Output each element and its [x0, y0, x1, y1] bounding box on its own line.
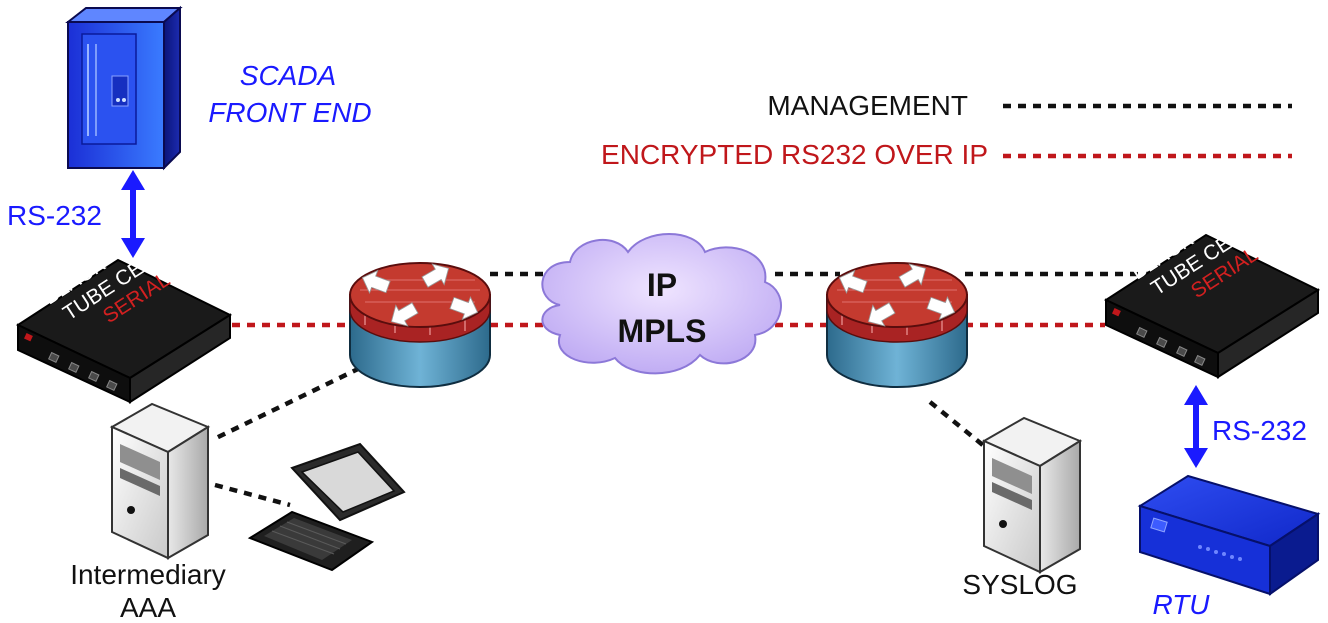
aaa-label-line1: Intermediary: [70, 559, 226, 590]
rs232-right-label: RS-232: [1212, 415, 1307, 446]
syslog-label: SYSLOG: [962, 569, 1077, 600]
mgmt-link-aaa-laptop: [214, 482, 291, 508]
rs232-left-link: [121, 170, 145, 258]
serial-device-icon: BLACK TUBE CEP SERIAL: [15, 249, 233, 404]
scada-label-line2: FRONT END: [208, 97, 371, 128]
mgmt-link-router-aaa: [211, 365, 361, 443]
rtu-box-icon: [1137, 474, 1321, 596]
tower-server-icon: [981, 416, 1083, 574]
rs232-right-link: [1184, 385, 1208, 468]
serial-device-icon: BLACK TUBE CEP SERIAL: [1103, 224, 1321, 379]
laptop-icon: [247, 442, 406, 572]
cloud-label-line1: IP: [647, 267, 677, 303]
firewall-router-icon: [349, 257, 491, 388]
server-rack-icon: [65, 5, 183, 171]
scada-label-line1: SCADA: [240, 60, 336, 91]
firewall-router-icon: [826, 257, 968, 388]
rs232-left-label: RS-232: [7, 200, 102, 231]
tower-server-icon: [109, 402, 211, 560]
rtu-label: RTU: [1152, 589, 1210, 620]
cloud-icon: [541, 233, 782, 375]
legend: MANAGEMENT ENCRYPTED RS232 OVER IP: [601, 90, 1292, 170]
aaa-label-line2: AAA: [120, 592, 176, 623]
legend-encrypted-label: ENCRYPTED RS232 OVER IP: [601, 139, 988, 170]
cloud-label-line2: MPLS: [618, 313, 707, 349]
legend-management-label: MANAGEMENT: [767, 90, 968, 121]
